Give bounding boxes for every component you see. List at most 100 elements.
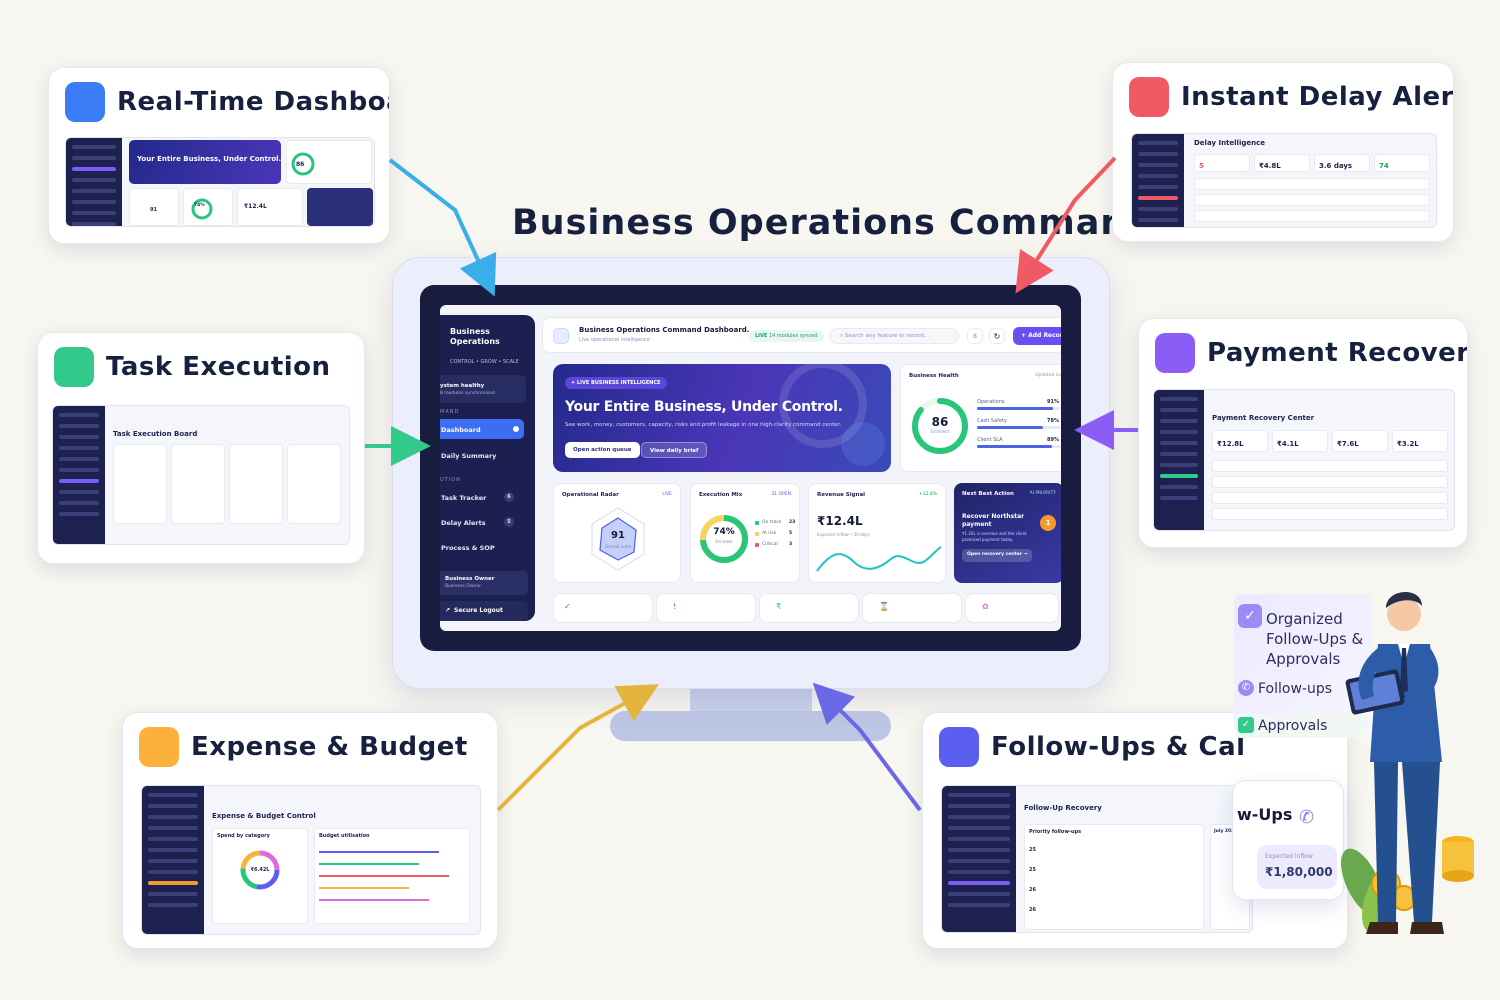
mini-followup-preview: Follow-Up Recovery Priority follow-ups 2… (941, 785, 1253, 933)
card-title: Instant Delay Alerts (1181, 82, 1454, 112)
check-icon: ✓ (564, 602, 571, 611)
mini-health-value: 86 (296, 161, 305, 168)
mini-stat-value: ₹3.2L (1397, 440, 1419, 448)
mini-stat-value: ₹12.8L (1217, 440, 1244, 448)
mini-heading: Follow-Up Recovery (1024, 804, 1102, 812)
main-title: Business Operations Command (512, 203, 1153, 243)
mini-sidebar (66, 138, 122, 226)
quick-tile[interactable]: ⌛ (862, 593, 962, 623)
mini-row (1212, 476, 1448, 488)
arrow-expense (496, 684, 659, 812)
add-record-button[interactable]: + Add Recor (1013, 327, 1061, 345)
card-follow-ups[interactable]: Follow-Ups & Cal Follow-Up Recovery Prio… (922, 712, 1348, 949)
mini-revenue: ₹12.4L (237, 188, 303, 226)
next-body: ₹1.20L is overdue and the client promise… (962, 531, 1027, 542)
hero-banner: ✦ LIVE BUSINESS INTELLIGENCE Your Entire… (553, 364, 891, 472)
legend-label: Critical (762, 542, 778, 547)
revenue-sparkline (816, 546, 942, 572)
card-expense-budget[interactable]: Expense & Budget Expense & Budget Contro… (122, 712, 498, 949)
card-header: Real-Time Dashboard (65, 82, 389, 122)
system-status: ystem healthy 8 modules synchronised (440, 375, 526, 403)
approvals-item[interactable]: ✓ Approvals (1236, 714, 1366, 738)
mini-sidebar (53, 406, 105, 544)
mix-pct: 74% (713, 527, 735, 537)
card-header: Follow-Ups & Cal (939, 727, 1246, 767)
view-daily-brief-button[interactable]: View daily brief (641, 442, 708, 458)
execution-mix-donut (700, 515, 748, 563)
quick-tile[interactable]: ! (656, 593, 756, 623)
search-placeholder: Search any feature or record... (844, 333, 930, 339)
mini-heading: Delay Intelligence (1194, 139, 1265, 147)
topbar-subtitle: Live operational intelligence (579, 337, 650, 343)
sidebar-brand: Business Operations (450, 327, 500, 346)
mini-radar: 91 (129, 188, 179, 226)
mini-budget-utilisation: Budget utilisation (314, 828, 470, 924)
next-best-action-panel: Next Best Action AI PRIORITY Recover Nor… (954, 483, 1061, 583)
sidebar-item-label: Task Tracker (441, 494, 487, 502)
panel-tag: LIVE (662, 492, 672, 497)
health-bar-fill (977, 426, 1043, 429)
owner-profile[interactable]: Business Owner Business Owner (440, 571, 528, 595)
panel-title: Revenue Signal (817, 492, 866, 498)
card-realtime-dashboard[interactable]: Real-Time Dashboard Your Entire Business… (48, 67, 390, 244)
mini-heading: Task Execution Board (113, 430, 198, 438)
legend-label: On track (762, 520, 782, 525)
logout-button[interactable]: ↗Secure Logout (440, 601, 528, 621)
mini-subheading: Budget utilisation (319, 833, 370, 839)
live-status-badge: LIVE 14 modules synced (749, 330, 824, 342)
mix-pct-sub: On track (715, 539, 733, 544)
card-task-execution[interactable]: Task Execution Task Execution Board (37, 332, 365, 564)
quick-tile[interactable]: ₹ (759, 593, 859, 623)
mini-row (1194, 210, 1430, 222)
mini-bar (319, 851, 439, 853)
health-bar-fill (977, 407, 1054, 410)
panel-title: Business Health (909, 373, 959, 379)
item-label: Follow-ups (1258, 681, 1333, 697)
sidebar-item-process-sop[interactable]: Process & SOP (440, 537, 524, 557)
mini-health: 86 (286, 140, 372, 184)
sidebar-item-dashboard[interactable]: Dashboard (440, 419, 524, 439)
panel-tag: AI PRIORITY (1029, 491, 1057, 496)
star-icon: ✿ (982, 602, 989, 611)
legend-label: At risk (762, 531, 777, 536)
health-bar-track (977, 407, 1061, 410)
floating-followups-card[interactable]: w-Ups ✆ Expected inflow ₹1,80,000 (1232, 780, 1344, 900)
refresh-icon[interactable]: ↻ (989, 328, 1005, 344)
followups-item[interactable]: ✆ Follow-ups (1236, 678, 1366, 700)
legend-swatch (755, 532, 759, 536)
radar-chart (591, 507, 645, 571)
open-action-queue-button[interactable]: Open action queue (565, 442, 640, 458)
card-payment-recovery[interactable]: Payment Recovery Payment Recovery Center… (1138, 318, 1468, 548)
sidebar: Business Operations CONTROL • GROW • SCA… (440, 315, 535, 621)
legend-swatch (755, 521, 759, 525)
card-title: Expense & Budget (191, 732, 468, 762)
card-instant-delay-alerts[interactable]: Instant Delay Alerts Delay Intelligence … (1112, 62, 1454, 242)
mini-mix-donut (191, 198, 213, 220)
health-bar-label: Operations (977, 399, 1005, 405)
check-icon: ✓ (1238, 717, 1254, 733)
mini-stat-value: 74 (1379, 162, 1389, 170)
quick-tile[interactable]: ✓ (553, 593, 653, 623)
search-input[interactable]: ⌕ Search any feature or record... (829, 328, 959, 344)
legend-value: 23 (789, 520, 796, 525)
card-header: Expense & Budget (139, 727, 468, 767)
mini-subheading: Priority follow-ups (1029, 829, 1082, 835)
mini-stat: ₹12.8L (1212, 430, 1268, 452)
sidebar-item-daily-summary[interactable]: Daily Summary (440, 445, 524, 465)
dashboard-screen: Business Operations CONTROL • GROW • SCA… (440, 305, 1061, 631)
mini-heading: Payment Recovery Center (1212, 414, 1315, 422)
legend-value: 5 (789, 531, 793, 536)
hero-headline: Your Entire Business, Under Control. (565, 399, 843, 415)
notification-bell-icon[interactable]: 8 (967, 328, 983, 344)
mini-kanban-column (229, 444, 283, 524)
quick-tile[interactable]: ✿ (965, 593, 1059, 623)
open-recovery-center-button[interactable]: Open recovery center → (962, 549, 1033, 562)
card-title: Follow-Ups & Cal (991, 732, 1246, 762)
businessman-illustration (1340, 591, 1474, 934)
sidebar-tagline: CONTROL • GROW • SCALE (450, 359, 519, 365)
mini-donut-value: ₹6.42L (250, 867, 270, 873)
revenue-sub: Expected inflow • 30 days (817, 532, 870, 537)
sidebar-item-label: Process & SOP (441, 544, 495, 552)
